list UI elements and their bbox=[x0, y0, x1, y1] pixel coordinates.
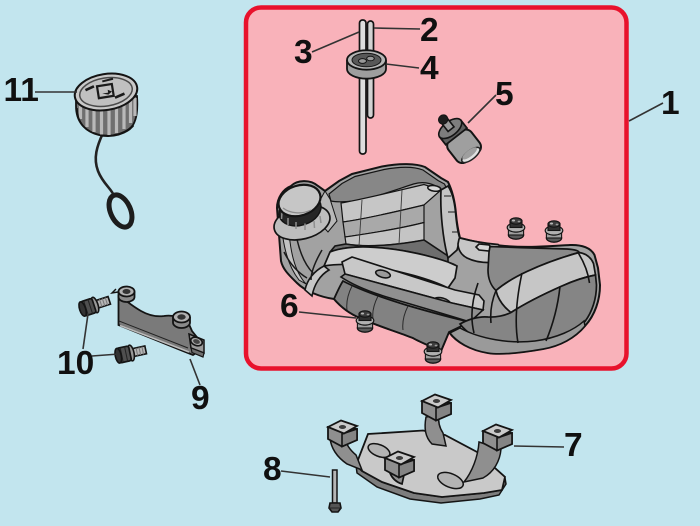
svg-text:2: 2 bbox=[420, 12, 439, 49]
svg-text:7: 7 bbox=[564, 427, 583, 464]
svg-text:3: 3 bbox=[294, 34, 313, 71]
svg-text:8: 8 bbox=[263, 451, 282, 488]
svg-text:1: 1 bbox=[661, 85, 680, 122]
svg-text:11: 11 bbox=[4, 72, 39, 109]
svg-text:9: 9 bbox=[191, 380, 210, 417]
svg-text:10: 10 bbox=[57, 345, 94, 382]
svg-text:5: 5 bbox=[495, 76, 514, 113]
svg-text:6: 6 bbox=[280, 288, 299, 325]
svg-text:4: 4 bbox=[420, 50, 439, 87]
